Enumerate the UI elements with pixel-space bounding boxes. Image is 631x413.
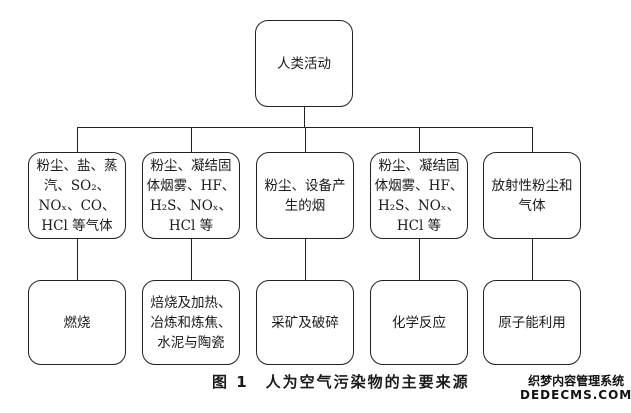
connector <box>305 239 307 280</box>
pollutant-node: 粉尘、凝结固体烟雾、HF、H₂S、NOₓ、HCl 等 <box>370 152 468 239</box>
pollutant-label: 粉尘、设备产生的烟 <box>264 177 346 214</box>
connector <box>191 239 193 280</box>
pollutant-node: 放射性粉尘和气体 <box>483 152 581 239</box>
pollutant-node: 粉尘、凝结固体烟雾、HF、H₂S、NOₓ、HCl 等 <box>142 152 240 239</box>
connector <box>419 128 421 152</box>
connector <box>77 239 79 280</box>
pollutant-label: 粉尘、凝结固体烟雾、HF、H₂S、NOₓ、HCl 等 <box>146 157 236 234</box>
pollutant-label: 粉尘、凝结固体烟雾、HF、H₂S、NOₓ、HCl 等 <box>374 157 464 234</box>
source-label: 原子能利用 <box>498 314 566 331</box>
connector-horizontal <box>77 127 533 129</box>
pollutant-node: 粉尘、盐、蒸汽、SO₂、NOₓ、CO、HCl 等气体 <box>28 152 126 239</box>
root-node-human-activity: 人类活动 <box>255 20 353 107</box>
source-node: 采矿及破碎 <box>256 280 354 365</box>
root-label: 人类活动 <box>277 55 331 72</box>
connector <box>191 128 193 152</box>
connector <box>419 239 421 280</box>
connector <box>305 128 307 152</box>
figure-caption: 图 1 人为空气污染物的主要来源 <box>212 373 470 391</box>
pollutant-label: 粉尘、盐、蒸汽、SO₂、NOₓ、CO、HCl 等气体 <box>36 157 118 234</box>
watermark-line2: DEDECMS.COM <box>520 388 631 402</box>
pollutant-label: 放射性粉尘和气体 <box>491 177 573 214</box>
source-label: 燃烧 <box>63 314 91 331</box>
pollutant-node: 粉尘、设备产生的烟 <box>256 152 354 239</box>
source-node: 原子能利用 <box>483 280 581 365</box>
source-node: 化学反应 <box>370 280 468 365</box>
source-label: 采矿及破碎 <box>271 314 339 331</box>
watermark-line1: 织梦内容管理系统 <box>528 374 625 388</box>
connector <box>304 107 306 128</box>
source-node: 焙烧及加热、冶炼和炼焦、水泥与陶瓷 <box>142 280 240 365</box>
connector <box>532 128 534 152</box>
source-node: 燃烧 <box>28 280 126 365</box>
connector <box>532 239 534 280</box>
connector <box>77 128 79 152</box>
source-label: 化学反应 <box>392 314 446 331</box>
source-label: 焙烧及加热、冶炼和炼焦、水泥与陶瓷 <box>150 294 232 351</box>
